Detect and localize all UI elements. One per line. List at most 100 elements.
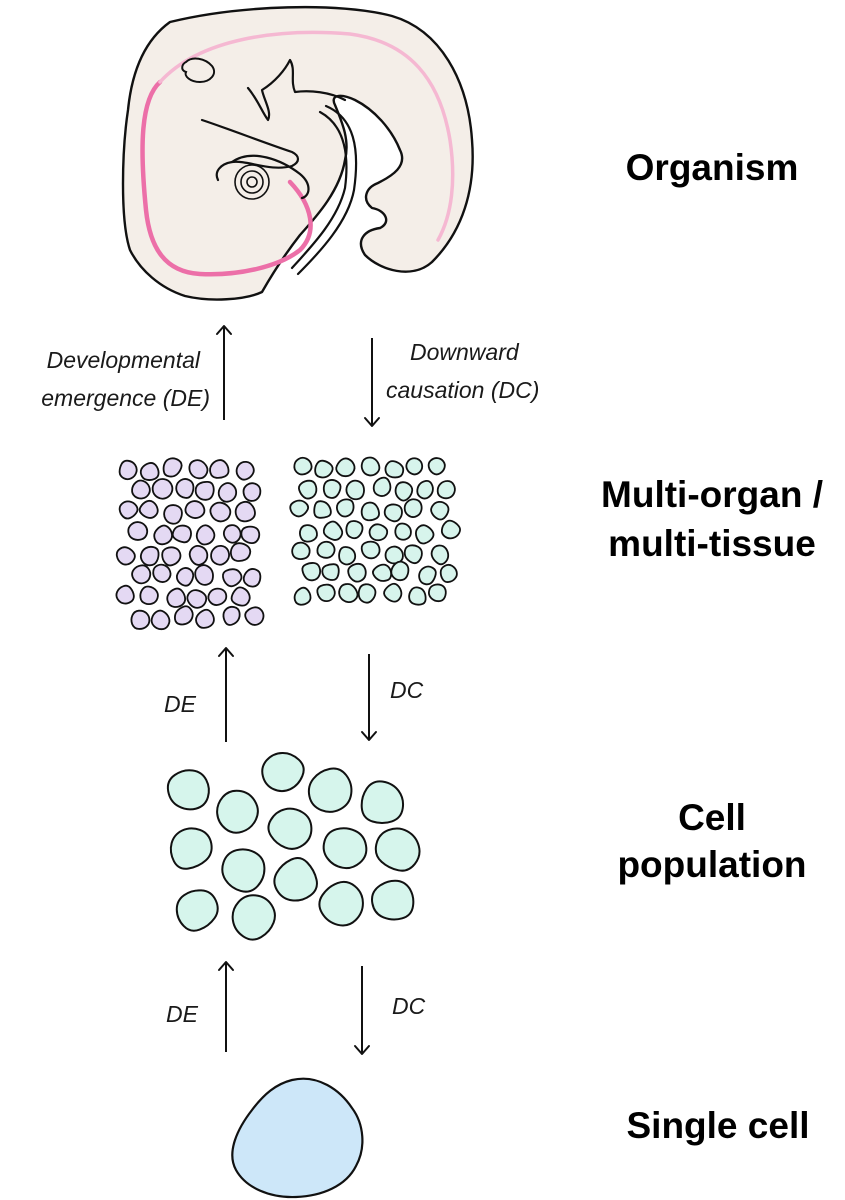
purple-tissue-cell [188,544,209,566]
teal-tissue-cluster [289,456,461,606]
teal-tissue-cell [321,563,340,581]
purple-tissue-cell [194,480,215,501]
teal-tissue-cell [338,583,359,604]
embryo-yolk-outer [234,164,270,200]
population-cell [221,848,266,893]
purple-tissue-cell [171,524,192,544]
cell-population-cluster [166,751,421,941]
teal-tissue-cell [430,544,450,566]
purple-tissue-cell [139,585,159,606]
purple-tissue-cell [195,524,216,546]
teal-tissue-cell [360,501,380,522]
embryo-eye [181,57,216,84]
purple-tissue-cell [139,462,160,481]
teal-tissue-cell [368,523,389,542]
purple-tissue-cell [166,587,187,608]
purple-tissue-cell [222,524,242,544]
teal-tissue-cell [383,582,403,603]
population-cell [307,767,353,813]
embryo-body [121,5,474,301]
teal-tissue-cell [345,479,365,501]
embryo-yolk-mid [240,170,264,194]
teal-tissue-cell [289,499,310,518]
teal-tissue-cell [345,520,364,540]
teal-tissue-cell [384,460,405,479]
purple-tissue-cell [151,478,174,500]
teal-tissue-cell [336,498,355,518]
purple-tissue-cell [118,500,139,520]
population-cell [261,751,305,793]
level-multi-organ-line2: multi-tissue [608,523,816,564]
teal-tissue-cell [338,546,357,566]
purple-tissue-cell [217,482,238,503]
purple-tissue-cell [131,479,151,500]
teal-tissue-cell [418,565,437,586]
population-cell [273,856,318,902]
purple-tissue-cell [210,544,230,566]
population-cell [175,889,219,932]
purple-tissue-cell [127,521,149,541]
teal-tissue-cell [427,583,447,603]
level-cell-population-line1: Cell [678,797,746,838]
teal-tissue-cell [316,583,336,603]
purple-tissue-cell [207,587,228,606]
embryo-pink-outer-stripe [140,79,313,277]
purple-tissue-cell [130,609,151,630]
population-cell [267,807,313,850]
purple-tissue-cell [194,564,214,586]
embryo-yolk-inner [246,176,258,188]
purple-tissue-cell [163,504,183,525]
purple-tissue-cell [240,525,261,545]
purple-tissue-cell [150,609,171,631]
purple-tissue-cell [153,524,173,546]
population-cell [371,879,415,921]
purple-tissue-cell [229,542,252,562]
teal-tissue-cell [372,476,392,497]
purple-tissue-cell [209,501,232,523]
teal-tissue-cell [440,519,461,540]
purple-tissue-cell [234,500,256,523]
purple-tissue-cell [175,567,195,587]
purple-tissue-cell [221,568,243,588]
purple-tissue-cell [186,589,208,609]
teal-tissue-cell [293,586,312,606]
label-dc-mid: DC [390,677,424,703]
purple-tissue-cell [188,459,209,480]
population-cell [322,827,368,870]
teal-tissue-cell [436,480,456,500]
label-de-top-line2: emergence (DE) [41,385,210,411]
purple-tissue-cell [131,564,152,585]
purple-tissue-cell [174,605,194,626]
purple-tissue-cell [242,482,262,502]
embryo-head-fold [246,58,347,122]
teal-tissue-cell [322,479,342,499]
level-multi-organ-line1: Multi-organ / [601,474,823,515]
population-cell [318,880,364,927]
teal-tissue-cell [314,459,334,479]
teal-tissue-cell [360,456,381,477]
label-de-top-line1: Developmental [47,347,201,373]
population-cell [374,827,421,872]
label-dc-bottom: DC [392,993,426,1019]
level-cell-population-line2: population [617,844,806,885]
teal-tissue-cell [291,541,311,561]
teal-tissue-cell [430,500,450,521]
teal-tissue-cell [415,524,435,545]
embryo-limb-inner [230,154,310,200]
teal-tissue-cell [439,563,458,583]
level-organism: Organism [626,147,799,188]
teal-tissue-cell [408,586,427,606]
purple-tissue-cell [138,499,159,519]
level-single-cell: Single cell [626,1105,809,1146]
teal-tissue-cell [322,520,344,541]
label-de-bottom: DE [166,1001,199,1027]
teal-tissue-cell [335,457,356,478]
purple-tissue-cell [162,457,183,478]
embryo-spine-line-1 [290,110,348,270]
purple-tissue-cell [222,605,241,626]
teal-tissue-cell [390,560,410,582]
purple-tissue-cell [209,459,230,479]
teal-tissue-cell [403,544,423,565]
purple-tissue-cell [115,584,135,605]
